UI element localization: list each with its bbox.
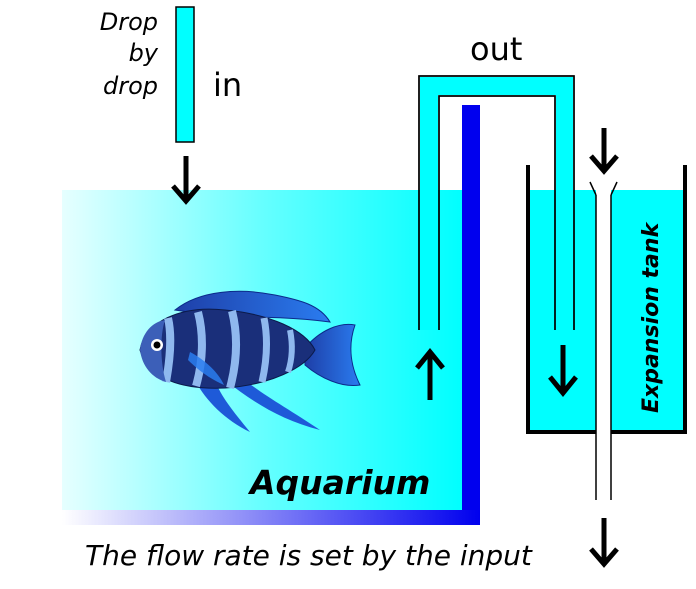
siphon-pipe-water-lower <box>420 190 438 330</box>
drop-label-line3: drop <box>103 72 158 100</box>
aquarium-right-wall <box>462 105 480 525</box>
siphon-in-tank-fill <box>556 190 573 330</box>
input-pipe <box>175 6 195 143</box>
drop-label-line2: by <box>129 39 159 67</box>
arrow-down-icon <box>171 156 201 205</box>
arrow-down-icon <box>589 128 619 175</box>
aquarium-bottom <box>62 510 480 525</box>
arrow-down-icon <box>589 518 619 568</box>
cichlid-fish-icon <box>139 290 361 432</box>
arrow-up-icon <box>415 348 445 400</box>
out-label: out <box>470 30 522 68</box>
drain-pipe <box>596 190 611 500</box>
in-label: in <box>213 66 242 104</box>
drop-label-line1: Drop <box>100 8 158 36</box>
siphon-in-tank-outline <box>554 190 575 330</box>
drain-pipe-funnel <box>589 181 618 196</box>
caption: The flow rate is set by the input <box>85 539 533 572</box>
arrow-down-icon <box>548 345 578 397</box>
expansion-tank-label: Expansion tank <box>639 221 664 413</box>
aquarium-label: Aquarium <box>247 463 430 502</box>
